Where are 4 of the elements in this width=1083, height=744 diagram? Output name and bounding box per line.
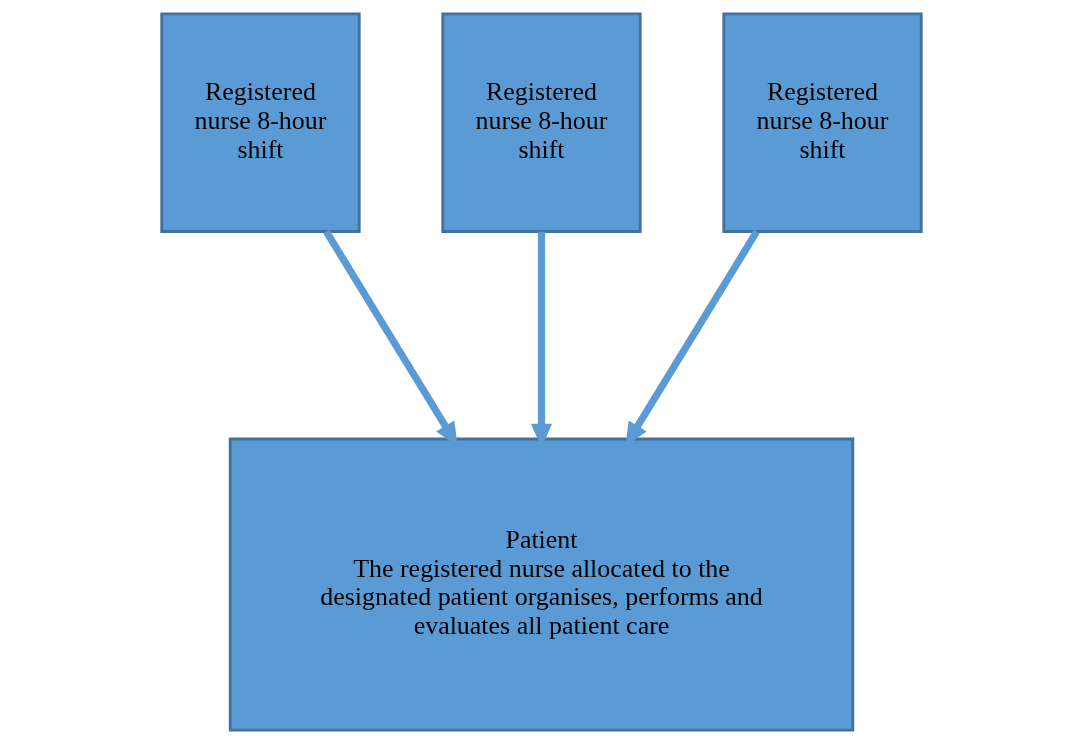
node-box: Registered nurse 8-hour shift — [441, 12, 642, 233]
node-box: Registered nurse 8-hour shift — [722, 12, 923, 233]
node-box: Registered nurse 8-hour shift — [160, 12, 361, 233]
node-box: Patient The registered nurse allocated to the designated patient organises, performs and evaluates all patient care — [228, 437, 855, 732]
